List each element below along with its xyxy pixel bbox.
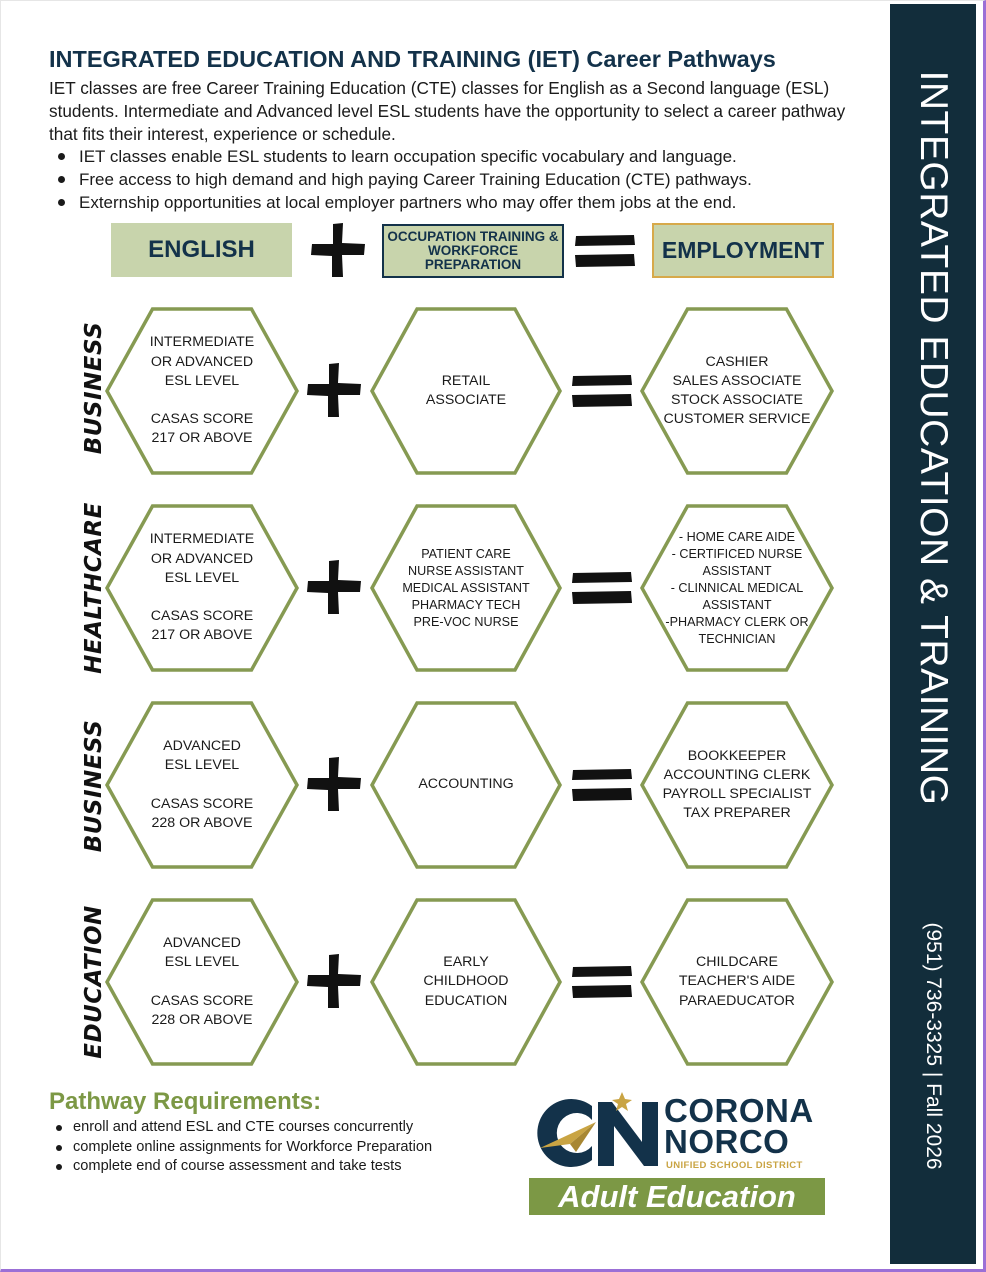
hexagon-shape [640, 701, 834, 869]
hexagon-text: CHILDCARE TEACHER'S AIDE PARAEDUCATOR [678, 954, 796, 1009]
hexagon-shape [370, 898, 562, 1066]
requirement-hexagon: INTERMEDIATE OR ADVANCED ESL LEVEL CASAS… [105, 504, 299, 672]
hexagon-text: PATIENT CARE NURSE ASSISTANT MEDICAL ASS… [402, 546, 530, 629]
requirement-item: complete online assignments for Workforc… [49, 1138, 432, 1158]
pathway-category-label: BUSINESS [81, 719, 107, 853]
side-banner [890, 4, 976, 1264]
jobs-hexagon: CHILDCARE TEACHER'S AIDE PARAEDUCATOR [640, 898, 834, 1066]
english-header-box: ENGLISH [111, 223, 292, 277]
jobs-hexagon: CASHIER SALES ASSOCIATE STOCK ASSOCIATE … [640, 307, 834, 475]
hexagon-text: INTERMEDIATE OR ADVANCED ESL LEVEL CASAS… [149, 334, 255, 447]
requirement-item: complete end of course assessment and ta… [49, 1157, 432, 1177]
training-hexagon: PATIENT CARE NURSE ASSISTANT MEDICAL ASS… [370, 504, 562, 672]
district-logo: CORONA NORCO UNIFIED SCHOOL DISTRICT Adu… [526, 1086, 830, 1220]
plus-icon [311, 223, 365, 277]
training-hexagon: ACCOUNTING [370, 701, 562, 869]
benefit-item: Free access to high demand and high payi… [49, 168, 752, 191]
hexagon-shape [105, 898, 299, 1066]
hexagon-shape [370, 504, 562, 672]
occupation-header-box: OCCUPATION TRAINING & WORKFORCE PREPARAT… [382, 224, 564, 278]
equals-icon [570, 373, 634, 414]
plus-icon [305, 755, 363, 818]
jobs-hexagon: BOOKKEEPER ACCOUNTING CLERK PAYROLL SPEC… [640, 701, 834, 869]
plus-icon [305, 361, 363, 424]
requirements-list: enroll and attend ESL and CTE courses co… [49, 1118, 432, 1177]
requirement-item: enroll and attend ESL and CTE courses co… [49, 1118, 432, 1138]
hexagon-shape [640, 898, 834, 1066]
plus-icon [305, 952, 363, 1015]
requirements-title: Pathway Requirements: [49, 1088, 322, 1115]
requirement-hexagon: ADVANCED ESL LEVEL CASAS SCORE 228 OR AB… [105, 898, 299, 1066]
hexagon-text: - HOME CARE AIDE - CERTIFICED NURSE ASSI… [665, 529, 809, 646]
logo-adult-education-band: Adult Education [529, 1178, 825, 1215]
hexagon-text: ADVANCED ESL LEVEL CASAS SCORE 228 OR AB… [150, 934, 254, 1028]
pathway-category-label: BUSINESS [81, 321, 107, 455]
hexagon-text: BOOKKEEPER ACCOUNTING CLERK PAYROLL SPEC… [662, 747, 812, 822]
hexagon-shape [370, 701, 562, 869]
employment-header-box: EMPLOYMENT [652, 223, 834, 278]
hexagon-shape [640, 504, 834, 672]
pathway-category-label: EDUCATION [81, 905, 107, 1059]
jobs-hexagon: - HOME CARE AIDE - CERTIFICED NURSE ASSI… [640, 504, 834, 672]
hexagon-text: RETAIL ASSOCIATE [425, 372, 507, 408]
training-hexagon: EARLY CHILDHOOD EDUCATION [370, 898, 562, 1066]
hexagon-text: ADVANCED ESL LEVEL CASAS SCORE 228 OR AB… [150, 737, 254, 831]
hexagon-text: EARLY CHILDHOOD EDUCATION [423, 954, 509, 1009]
hexagon-text: ACCOUNTING [418, 776, 514, 793]
training-hexagon: RETAIL ASSOCIATE [370, 307, 562, 475]
hexagon-text: INTERMEDIATE OR ADVANCED ESL LEVEL CASAS… [149, 531, 255, 644]
hexagon-shape [105, 504, 299, 672]
benefit-item: Externship opportunities at local employ… [49, 191, 752, 214]
cn-monogram-icon [537, 1092, 658, 1167]
page-title: INTEGRATED EDUCATION AND TRAINING (IET) … [49, 46, 776, 72]
logo-district-text: UNIFIED SCHOOL DISTRICT [666, 1160, 803, 1171]
side-banner-contact: (951) 736-3325 | Fall 2026 [922, 922, 945, 1170]
hexagon-text: CASHIER SALES ASSOCIATE STOCK ASSOCIATE … [663, 353, 811, 428]
hexagon-shape [370, 307, 562, 475]
logo-corona-text: CORONA [664, 1092, 814, 1129]
equals-icon [570, 570, 634, 611]
equals-icon [570, 964, 634, 1005]
hexagon-shape [105, 701, 299, 869]
benefit-item: IET classes enable ESL students to learn… [49, 145, 752, 168]
equals-icon [570, 767, 634, 808]
logo-norco-text: NORCO [664, 1123, 790, 1160]
side-banner-title: INTEGRATED EDUCATION & TRAINING [912, 70, 955, 806]
intro-paragraph: IET classes are free Career Training Edu… [49, 78, 846, 144]
hexagon-shape [105, 307, 299, 475]
requirement-hexagon: ADVANCED ESL LEVEL CASAS SCORE 228 OR AB… [105, 701, 299, 869]
pathway-category-label: HEALTHCARE [81, 502, 107, 674]
requirement-hexagon: INTERMEDIATE OR ADVANCED ESL LEVEL CASAS… [105, 307, 299, 475]
hexagon-shape [640, 307, 834, 475]
equals-icon [575, 235, 635, 267]
plus-icon [305, 558, 363, 621]
benefits-list: IET classes enable ESL students to learn… [49, 145, 752, 214]
